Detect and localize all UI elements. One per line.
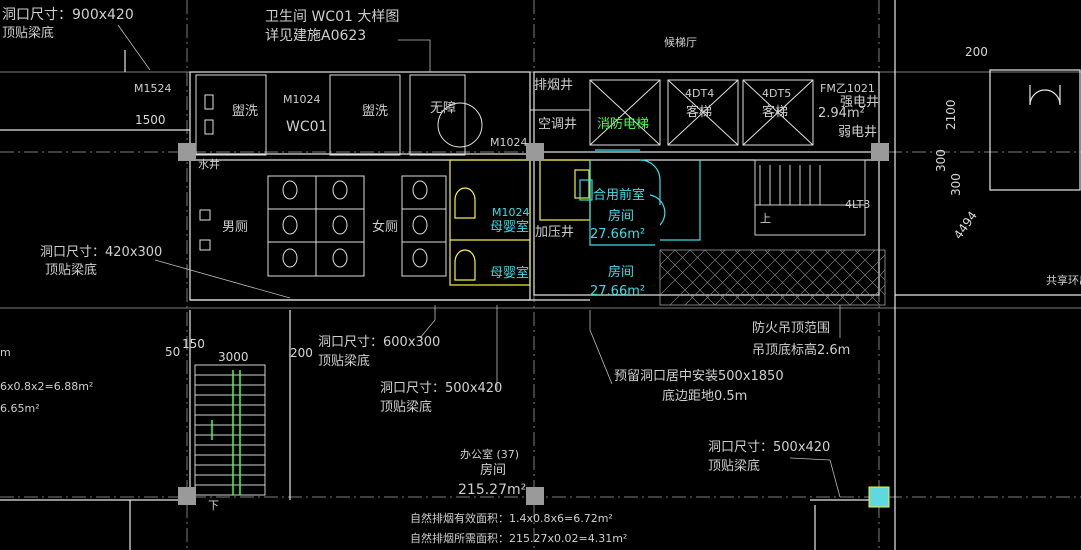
- ceiling-hatch: [659, 249, 886, 306]
- room-men: 男厕: [222, 220, 248, 235]
- office-label: 办公室 (37): [460, 447, 519, 461]
- hole4-line1: 洞口尺寸：500x420: [708, 440, 830, 455]
- dim-area-294: 2.94m²: [818, 106, 865, 121]
- public-label: 共享环出: [1046, 273, 1081, 287]
- stair-down-label: 下: [208, 499, 219, 512]
- room-tank: 水井: [198, 157, 220, 171]
- office-room: 房间: [480, 462, 506, 478]
- room-elec: 强电井: [840, 95, 879, 110]
- room-disabled: 无障: [430, 101, 456, 116]
- room-press: 加压井: [535, 225, 574, 240]
- top-left-note-line2: 顶贴梁底: [2, 25, 54, 41]
- office-area: 215.27m²: [458, 482, 526, 498]
- ceiling-line2: 吊顶底标高2.6m: [752, 342, 850, 358]
- title-callout-line1: 卫生间 WC01 大样图: [265, 9, 399, 25]
- leader-lines: [117, 24, 841, 498]
- lift5-tag: 4DT5: [762, 87, 791, 100]
- room-shared-lobby: 合用前室: [593, 187, 645, 203]
- door-tag-fm: FM乙1021: [820, 82, 875, 95]
- dim-200-a: 200: [290, 346, 313, 360]
- door-tag-m1024-d: M1024: [492, 206, 530, 219]
- room-label-2: 房间: [608, 264, 634, 280]
- toilet-tag: WC01: [286, 119, 327, 135]
- reserve-line1: 预留洞口居中安装500x1850: [614, 369, 784, 384]
- room-lift-hall: 候梯厅: [664, 35, 697, 49]
- hole2-line2: 顶贴梁底: [318, 353, 370, 369]
- room-mother-2: 母婴室: [490, 265, 529, 281]
- room-weak: 弱电井: [838, 125, 877, 140]
- door-tag-m1024-a: M1024: [283, 93, 321, 106]
- room-ac: 空调井: [538, 117, 577, 132]
- reserve-line2: 底边距地0.5m: [662, 388, 747, 404]
- dim-200-b: 200: [965, 45, 988, 59]
- hole4-line2: 顶贴梁底: [708, 458, 760, 474]
- dim-300-a: 300: [934, 149, 948, 172]
- room-label-1: 房间: [608, 208, 634, 224]
- dim-4494: 4494: [951, 209, 980, 242]
- fire-lobby-lines: [579, 149, 701, 246]
- stair-tag: 4LT3: [845, 198, 870, 211]
- top-left-note-line1: 洞口尺寸：900x420: [2, 7, 134, 23]
- room-women: 女厕: [372, 219, 398, 235]
- room-area-1: 27.66m²: [590, 227, 645, 242]
- left-edge-a: m: [0, 346, 11, 359]
- lift4-tag: 4DT4: [685, 87, 714, 100]
- dim-1500: 1500: [135, 113, 166, 127]
- door-tag-m1524: M1524: [134, 82, 172, 95]
- ceiling-line1: 防火吊顶范围: [752, 320, 830, 336]
- bottom-note-2: 自然排烟所需面积：215.27x0.02=4.31m²: [410, 531, 627, 545]
- dim-150: 150: [182, 337, 205, 351]
- toilet-fixtures: [199, 94, 428, 268]
- dim-3000: 3000: [218, 350, 249, 364]
- room-mother-1: 母婴室: [490, 219, 529, 235]
- hole2-line1: 洞口尺寸：600x300: [318, 335, 440, 350]
- stair-green-rails: [211, 370, 241, 495]
- lift5-label: 客梯: [762, 104, 788, 120]
- toilet-stalls: [195, 74, 590, 277]
- stairs: [194, 159, 866, 496]
- room-area-2: 27.66m²: [590, 284, 645, 299]
- hole1-line1: 洞口尺寸：420x300: [40, 245, 162, 260]
- hole1-line2: 顶贴梁底: [45, 262, 97, 278]
- left-edge-b: 6x0.8x2=6.88m²: [0, 380, 93, 393]
- columns: [178, 143, 890, 508]
- door-tag-m1024-c: M1024: [490, 136, 528, 149]
- dim-300-b: 300: [949, 173, 963, 196]
- hole3-line2: 顶贴梁底: [380, 399, 432, 415]
- fire-lift-label: 消防电梯: [597, 116, 649, 132]
- title-callout-line2: 详见建施A0623: [265, 28, 366, 44]
- bottom-note-1: 自然排烟有效面积：1.4x0.8x6=6.72m²: [410, 511, 613, 525]
- elevators: [589, 79, 814, 146]
- room-wash-2: 盥洗: [362, 104, 388, 119]
- left-edge-c: 6.65m²: [0, 402, 40, 415]
- room-pipe: 排烟井: [534, 78, 573, 93]
- stair-up-label: 上: [760, 212, 771, 225]
- lift4-label: 客梯: [686, 104, 712, 120]
- dim-50: 50: [165, 345, 180, 359]
- hole3-line1: 洞口尺寸：500x420: [380, 381, 502, 396]
- room-wash-1: 盥洗: [232, 104, 258, 119]
- dim-2100: 2100: [944, 99, 958, 130]
